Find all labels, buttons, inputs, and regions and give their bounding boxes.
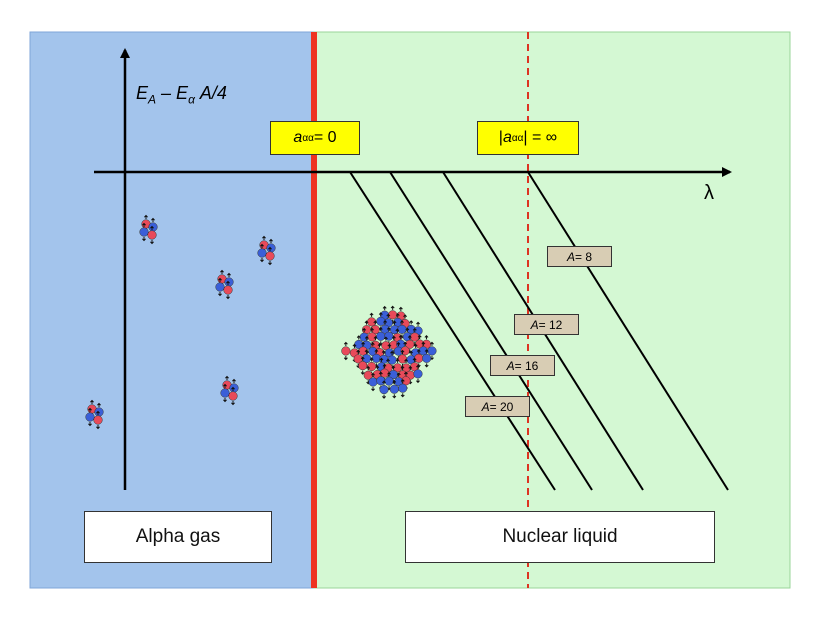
- unitary-close: | = ∞: [523, 129, 558, 146]
- y-label-e-a: E: [136, 83, 149, 103]
- y-label-alpha-sub: α: [188, 92, 195, 107]
- curve-label-a16: A = 16: [490, 355, 555, 376]
- y-axis-label: EA – Eα A/4: [136, 83, 227, 107]
- curve-a16-symbol: A: [506, 358, 515, 373]
- curve-a12-value: = 12: [538, 317, 563, 332]
- unitary-open-bar: |: [498, 129, 503, 146]
- boundary-a-symbol: a: [293, 129, 303, 146]
- y-label-minus: –: [156, 83, 177, 103]
- curve-label-a12: A = 12: [514, 314, 579, 335]
- curve-a20-symbol: A: [481, 399, 490, 414]
- boundary-a-sub: αα: [302, 132, 314, 144]
- curve-label-a20: A = 20: [465, 396, 530, 417]
- alpha-gas-label: Alpha gas: [84, 511, 272, 563]
- alpha-cluster-icon: [85, 399, 104, 430]
- energy-curve-a20: [349, 171, 556, 491]
- alpha-cluster-icon: [220, 375, 239, 406]
- curve-a20-value: = 20: [489, 399, 514, 414]
- unitary-a-symbol: a: [502, 129, 512, 146]
- curve-a8-symbol: A: [566, 249, 575, 264]
- alpha-gas-region: [29, 31, 315, 589]
- y-label-tail: A/4: [194, 83, 227, 103]
- energy-curve-a16: [389, 171, 593, 491]
- alpha-cluster-icon: [139, 214, 158, 245]
- curve-label-a8: A = 8: [547, 246, 612, 267]
- curve-a16-value: = 16: [514, 358, 539, 373]
- curve-a8-value: = 8: [575, 249, 593, 264]
- alpha-cluster-icon: [215, 269, 234, 300]
- nuclear-liquid-label: Nuclear liquid: [405, 511, 715, 563]
- energy-curve-a8: [527, 171, 729, 491]
- nuclear-liquid-region: [313, 31, 791, 589]
- boundary-value: = 0: [313, 129, 337, 146]
- alpha-cluster-icon: [257, 235, 276, 266]
- nucleus-cluster-icon: [341, 305, 437, 399]
- unitary-a-sub: αα: [511, 132, 524, 144]
- x-axis-label: λ: [704, 182, 714, 204]
- y-label-a-sub: A: [148, 92, 157, 107]
- y-label-e-alpha: E: [176, 83, 189, 103]
- curve-a12-symbol: A: [530, 317, 539, 332]
